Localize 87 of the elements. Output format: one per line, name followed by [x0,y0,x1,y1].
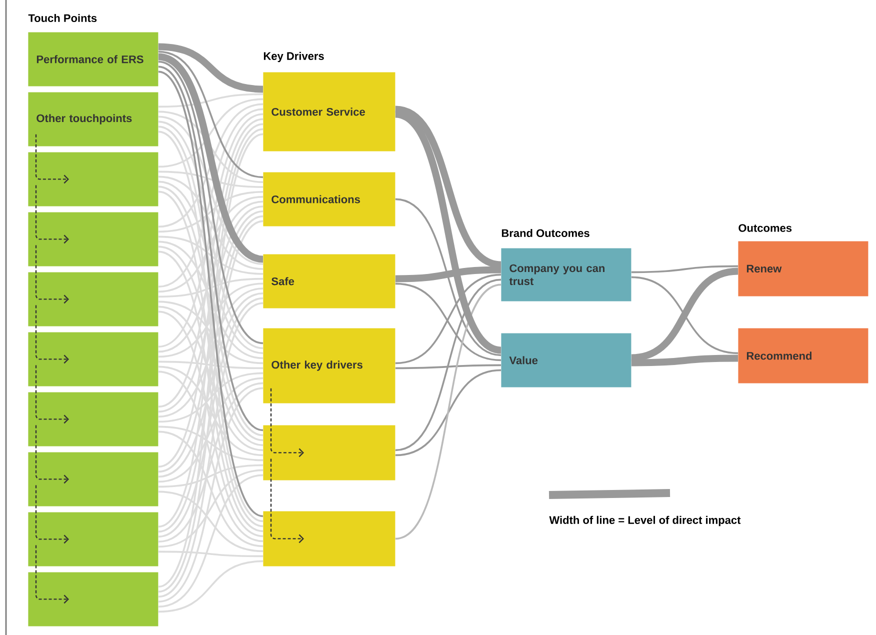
dotted-arrow [35,305,69,364]
column-heading: Touch Points [28,14,97,22]
flow-line [158,210,264,473]
flow-line [158,50,264,178]
flow-line [395,278,502,452]
flow-line [395,284,502,540]
flow-line [158,60,264,344]
key-driver-box [263,511,396,566]
touchpoint-box [28,452,158,506]
flow-line [395,369,502,456]
touchpoint-box [28,572,158,626]
key-driver-box: Other key drivers [263,328,396,404]
flow-line [158,116,264,265]
flow-line [158,288,264,418]
touchpoint-box [28,152,158,206]
flow-line [158,170,264,188]
flow-line [395,364,502,370]
dotted-arrow [35,185,69,244]
dotted-arrow [270,388,304,458]
flow-line [157,53,264,263]
flow-line [158,490,264,552]
touchpoint-box [28,332,158,386]
dotted-arrow [35,425,69,484]
brand-outcome-box: Company you can trust [501,248,632,302]
flow-line [158,292,264,478]
flow-line [395,266,502,282]
flow-line [158,300,264,364]
flow-line [158,560,264,613]
dotted-arrow [35,485,69,544]
flow-line [158,186,264,442]
flow-line [158,387,264,603]
flow-line [158,377,264,483]
touchpoint-box [28,212,158,266]
flow-line [158,98,264,168]
flow-line [631,276,738,354]
touchpoint-box: Other touchpoints [28,92,158,146]
flow-line [158,93,264,108]
flow-line [158,474,264,608]
flow-line [158,236,264,275]
flow-line [158,103,264,228]
touchpoint-box [28,512,158,566]
flow-line [158,246,264,446]
flow-line [631,354,738,366]
flow-line [394,110,502,354]
touchpoint-box: Performance of ERS [28,32,158,86]
flow-line [395,198,502,356]
legend-text: Width of line = Level of direct impact [549,516,741,526]
flow-line [158,191,264,233]
touchpoint-box [28,392,158,446]
flow-line [158,469,264,548]
flow-line [158,372,264,423]
flow-line [158,278,264,298]
dotted-arrow [35,365,69,424]
flow-line [158,302,264,598]
flow-line [158,240,264,360]
flow-line [158,430,264,548]
flow-line [158,366,264,456]
key-driver-box: Communications [263,172,396,226]
flow-line [394,106,502,268]
flow-line [158,220,264,592]
flow-line [158,110,264,183]
flow-line [158,426,264,462]
flow-line [630,268,738,362]
brand-outcome-box: Value [501,333,632,388]
dotted-arrow [35,134,69,184]
key-driver-box [263,425,396,480]
key-driver-box: Customer Service [263,72,396,152]
flow-line [158,282,264,358]
column-heading: Brand Outcomes [502,228,590,238]
dotted-arrow [270,458,304,544]
flow-line [158,108,264,288]
outcome-box: Renew [738,241,868,296]
flow-line [158,464,264,488]
flow-line [631,265,738,274]
flow-line [158,43,264,93]
key-driver-box: Safe [263,254,396,308]
flow-line [158,206,264,413]
dotted-arrow [35,245,69,304]
outcome-box: Recommend [738,328,868,384]
flow-line [158,176,264,270]
touchpoint-box [28,272,158,326]
flow-line [158,306,264,452]
flow-line [158,360,263,370]
flow-line [158,550,263,558]
dotted-arrow [35,545,69,604]
flow-line [158,66,264,431]
flow-line [158,196,264,293]
